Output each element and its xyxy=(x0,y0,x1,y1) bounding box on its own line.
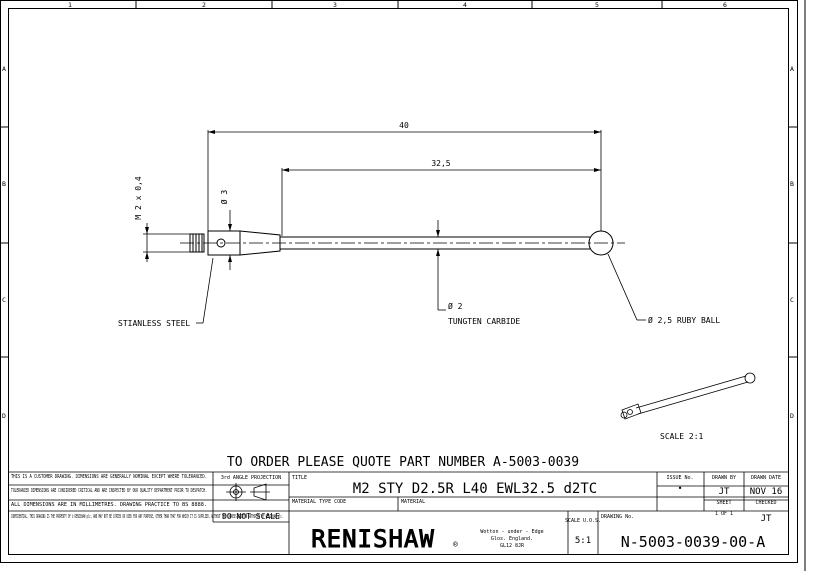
issue-label: ISSUE No. xyxy=(666,475,693,481)
confidential-note: CONFIDENTIAL. THIS DRAWING IS THE PROPER… xyxy=(11,514,283,520)
col-label-5: 5 xyxy=(595,1,599,9)
col-label-6: 6 xyxy=(723,1,727,9)
row-label-d-right: D xyxy=(790,412,794,420)
title-label: TITLE xyxy=(292,475,307,481)
drawn-by-value: JT xyxy=(719,487,730,497)
sheet-label: SHEET xyxy=(716,500,731,506)
inner-frame xyxy=(8,8,789,555)
projection-symbol xyxy=(226,483,270,501)
checked-value: JT xyxy=(761,514,772,524)
renishaw-logo: RENISHAW xyxy=(311,525,435,553)
title-block-lines xyxy=(8,471,789,555)
projection-label: 3rd ANGLE PROJECTION xyxy=(221,475,281,481)
stylus-body xyxy=(207,230,241,256)
row-labels: A B C D A B C D xyxy=(2,65,794,420)
material-label: MATERIAL xyxy=(401,499,425,505)
row-label-b-right: B xyxy=(790,180,794,188)
note-line-3: ALL DIMENSIONS ARE IN MILLIMETRES. DRAWI… xyxy=(11,502,207,508)
dim-thread: M 2 x 0,4 xyxy=(134,176,143,220)
dim-ewl: 32,5 xyxy=(431,159,450,168)
scale-value: 5:1 xyxy=(575,536,591,546)
taper xyxy=(239,230,281,256)
column-ticks xyxy=(135,1,663,8)
note-line-2: TOLERANCED DIMENSIONS ARE CONSIDERED CRI… xyxy=(11,488,207,494)
row-label-c-right: C xyxy=(790,296,794,304)
row-label-d-left: D xyxy=(2,412,6,420)
material-type-code-label: MATERIAL TYPE CODE xyxy=(292,499,346,505)
outer-frame xyxy=(0,0,798,563)
dim-ball: Ø 2,5 RUBY BALL xyxy=(648,315,720,325)
address-line-2: Glos. England. xyxy=(491,536,533,542)
isometric-scale: SCALE 2:1 xyxy=(660,432,704,441)
col-label-2: 2 xyxy=(202,1,206,9)
dim-body-material: STIANLESS STEEL xyxy=(118,319,190,328)
row-label-c-left: C xyxy=(2,296,6,304)
dimension-lines xyxy=(143,130,646,324)
scale-label: SCALE U.O.S. xyxy=(565,518,601,524)
column-labels: 1 2 3 4 5 6 xyxy=(68,1,727,9)
drawing-number: N-5003-0039-00-A xyxy=(621,533,766,551)
drawn-by-label: DRAWN BY xyxy=(712,475,736,481)
dimension-arrows xyxy=(145,130,601,262)
issue-value: • xyxy=(678,484,683,493)
isometric-view xyxy=(620,372,756,420)
address-line-3: GL12 8JR xyxy=(500,543,525,549)
drawn-date-label: DRAWN DATE xyxy=(751,475,781,481)
order-note: TO ORDER PLEASE QUOTE PART NUMBER A-5003… xyxy=(227,455,579,470)
stylus-view xyxy=(180,230,625,256)
drawn-date-value: NOV 16 xyxy=(750,487,783,497)
logo-registered-mark: ® xyxy=(453,540,458,549)
dim-stem-material: TUNGTEN CARBIDE xyxy=(448,317,520,326)
dim-stem-diameter: Ø 2 xyxy=(448,301,463,311)
col-label-1: 1 xyxy=(68,1,72,9)
sheet-value: 1 OF 1 xyxy=(715,511,733,517)
col-label-4: 4 xyxy=(463,1,467,9)
dim-body-diameter: Ø 3 xyxy=(219,190,229,205)
row-label-a-right: A xyxy=(790,65,794,73)
checked-label: CHECKED xyxy=(755,500,776,506)
address-line-1: Wotton - under - Edge xyxy=(480,529,543,535)
drawing-no-label: DRAWING No. xyxy=(601,514,634,520)
do-not-scale: DO NOT SCALE xyxy=(222,512,280,521)
col-label-3: 3 xyxy=(333,1,337,9)
drawing-title: M2 STY D2.5R L40 EWL32.5 d2TC xyxy=(353,481,597,497)
row-label-a-left: A xyxy=(2,65,6,73)
row-ticks xyxy=(1,126,797,358)
thread xyxy=(189,233,205,253)
dim-overall-length: 40 xyxy=(399,121,409,130)
note-line-1: THIS IS A CUSTOMER DRAWING. DIMENSIONS A… xyxy=(11,474,207,480)
body-hole xyxy=(216,238,226,248)
dimension-texts: 40 32,5 M 2 x 0,4 Ø 3 Ø 2 TUNGTEN CARBID… xyxy=(118,121,720,328)
row-label-b-left: B xyxy=(2,180,6,188)
